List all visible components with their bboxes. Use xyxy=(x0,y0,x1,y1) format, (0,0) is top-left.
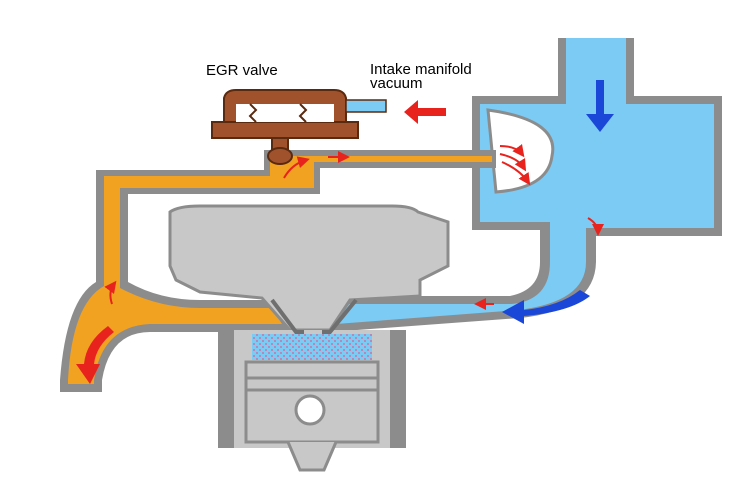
intake-port-arrow xyxy=(502,290,590,324)
intake-vacuum-label: Intake manifold xyxy=(370,61,472,78)
combustion-chamber xyxy=(252,334,372,360)
valve-pintle xyxy=(267,147,293,165)
piston-pin xyxy=(294,394,326,426)
vacuum-arrow xyxy=(404,100,446,124)
connecting-rod xyxy=(286,441,338,472)
engine-block xyxy=(168,204,450,472)
exhaust-out-arrow xyxy=(76,326,114,384)
vacuum-line xyxy=(345,99,387,113)
exhaust-passage xyxy=(60,150,496,392)
egr-valve-label: EGR valve xyxy=(206,62,278,79)
valve-spring xyxy=(248,103,308,123)
intake-vacuum-label-line2: vacuum xyxy=(370,75,423,92)
egr-valve xyxy=(211,89,387,165)
intake-down-arrow xyxy=(586,80,614,132)
flow-arrows xyxy=(76,80,614,384)
